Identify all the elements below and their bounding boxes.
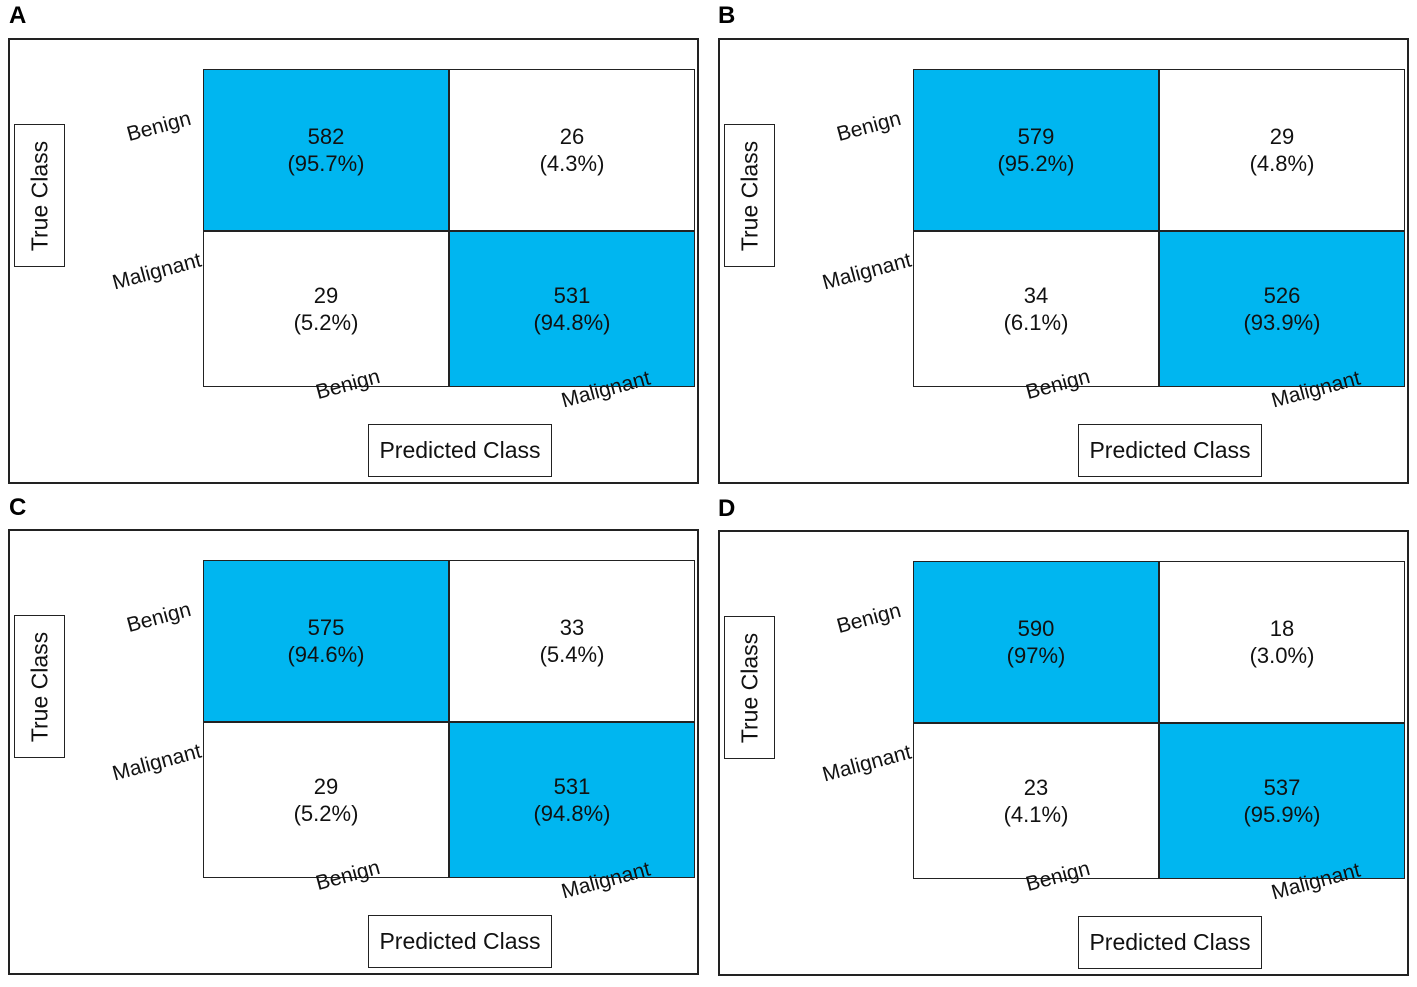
row-label-benign: Benign (124, 597, 194, 638)
x-axis-label: Predicted Class (379, 928, 541, 954)
matrix-cell: 590(97%) (913, 561, 1159, 723)
panel-label-d: D (718, 495, 736, 522)
matrix-cell: 537(95.9%) (1159, 723, 1405, 879)
y-axis-label-box: True Class (14, 615, 65, 758)
y-axis-label-box: True Class (724, 616, 775, 759)
cell-percent: (93.9%) (1243, 310, 1321, 335)
y-axis-label-box: True Class (14, 124, 65, 267)
y-axis-label: True Class (736, 632, 762, 743)
x-axis-label-box: Predicted Class (368, 915, 552, 968)
matrix-cell: 579(95.2%) (913, 69, 1159, 231)
cell-percent: (95.2%) (997, 151, 1075, 176)
cell-count: 537 (1263, 775, 1301, 800)
y-axis-label: True Class (26, 140, 52, 251)
cell-count: 33 (559, 615, 585, 640)
cell-count: 590 (1017, 616, 1055, 641)
cell-count: 34 (1023, 283, 1049, 308)
confusion-matrix-grid: 579(95.2%)29(4.8%)34(6.1%)526(93.9%) (913, 69, 1405, 387)
row-label-malignant: Malignant (819, 740, 914, 787)
y-axis-label: True Class (736, 140, 762, 251)
matrix-cell: 23(4.1%) (913, 723, 1159, 879)
cell-percent: (4.1%) (1003, 802, 1069, 827)
row-label-benign: Benign (834, 598, 904, 639)
cell-percent: (5.4%) (539, 642, 605, 667)
matrix-cell: 34(6.1%) (913, 231, 1159, 387)
cell-count: 29 (1269, 124, 1295, 149)
cell-percent: (94.6%) (287, 642, 365, 667)
matrix-cell: 29(5.2%) (203, 231, 449, 387)
cell-count: 26 (559, 124, 585, 149)
cell-count: 531 (553, 774, 591, 799)
cell-count: 18 (1269, 616, 1295, 641)
confusion-matrix-grid: 575(94.6%)33(5.4%)29(5.2%)531(94.8%) (203, 560, 695, 878)
cell-count: 582 (307, 124, 345, 149)
x-axis-label: Predicted Class (1089, 437, 1251, 463)
matrix-cell: 575(94.6%) (203, 560, 449, 722)
matrix-cell: 531(94.8%) (449, 231, 695, 387)
x-axis-label-box: Predicted Class (1078, 424, 1262, 477)
cell-count: 23 (1023, 775, 1049, 800)
matrix-cell: 582(95.7%) (203, 69, 449, 231)
panel-label-b: B (718, 2, 736, 29)
panel-label-c: C (9, 494, 27, 521)
cell-count: 526 (1263, 283, 1301, 308)
matrix-cell: 33(5.4%) (449, 560, 695, 722)
cell-count: 531 (553, 283, 591, 308)
cell-percent: (4.3%) (539, 151, 605, 176)
panel-label-a: A (9, 2, 27, 29)
matrix-cell: 526(93.9%) (1159, 231, 1405, 387)
x-axis-label-box: Predicted Class (1078, 916, 1262, 969)
cell-count: 579 (1017, 124, 1055, 149)
x-axis-label-box: Predicted Class (368, 424, 552, 477)
confusion-matrix-grid: 590(97%)18(3.0%)23(4.1%)537(95.9%) (913, 561, 1405, 879)
matrix-cell: 29(4.8%) (1159, 69, 1405, 231)
cell-percent: (6.1%) (1003, 310, 1069, 335)
matrix-cell: 18(3.0%) (1159, 561, 1405, 723)
y-axis-label-box: True Class (724, 124, 775, 267)
cell-percent: (97%) (1006, 643, 1066, 668)
matrix-cell: 531(94.8%) (449, 722, 695, 878)
y-axis-label: True Class (26, 631, 52, 742)
cell-percent: (95.7%) (287, 151, 365, 176)
row-label-benign: Benign (834, 106, 904, 147)
confusion-matrix-grid: 582(95.7%)26(4.3%)29(5.2%)531(94.8%) (203, 69, 695, 387)
cell-percent: (5.2%) (293, 310, 359, 335)
row-label-malignant: Malignant (819, 248, 914, 295)
matrix-cell: 29(5.2%) (203, 722, 449, 878)
cell-percent: (5.2%) (293, 801, 359, 826)
cell-percent: (95.9%) (1243, 802, 1321, 827)
cell-count: 29 (313, 774, 339, 799)
cell-percent: (94.8%) (533, 310, 611, 335)
cell-count: 575 (307, 615, 345, 640)
x-axis-label: Predicted Class (1089, 929, 1251, 955)
cell-percent: (94.8%) (533, 801, 611, 826)
cell-percent: (3.0%) (1249, 643, 1315, 668)
row-label-benign: Benign (124, 106, 194, 147)
cell-percent: (4.8%) (1249, 151, 1315, 176)
row-label-malignant: Malignant (109, 739, 204, 786)
row-label-malignant: Malignant (109, 248, 204, 295)
x-axis-label: Predicted Class (379, 437, 541, 463)
cell-count: 29 (313, 283, 339, 308)
matrix-cell: 26(4.3%) (449, 69, 695, 231)
